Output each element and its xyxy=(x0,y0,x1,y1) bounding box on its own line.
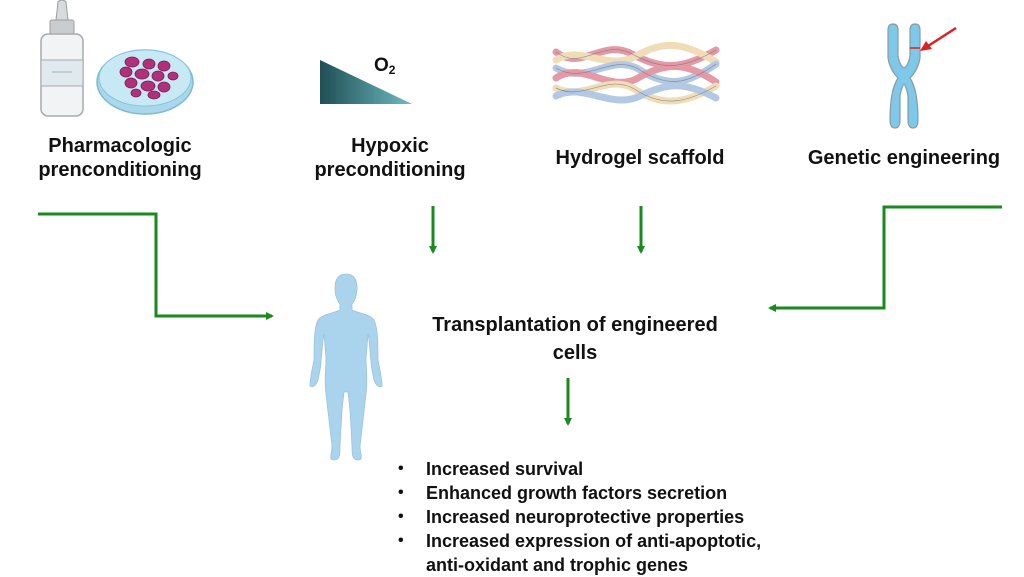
label-line: Genetic engineering xyxy=(807,147,1001,169)
label-line: preconditioning xyxy=(314,159,466,181)
outcome-item: • Increased survival xyxy=(396,457,761,481)
bullet-icon: • xyxy=(398,508,404,525)
drug-bottle-and-petri-dish-icon xyxy=(40,0,194,117)
label-hypoxic-preconditioning: Hypoxic preconditioning xyxy=(290,134,490,182)
bullet-icon: • xyxy=(398,484,404,501)
human-body-silhouette-icon xyxy=(309,273,383,461)
oxygen-label: O2 xyxy=(374,55,395,77)
outcome-item: • Enhanced growth factors secretion xyxy=(396,481,761,505)
label-line: Pharmacologic xyxy=(48,135,192,157)
petri-dish-icon xyxy=(96,49,194,115)
chromosome-with-red-arrow-icon xyxy=(887,23,957,129)
title-line: Transplantation of engineered xyxy=(432,314,718,336)
label-line: Hypoxic xyxy=(351,135,429,157)
outcome-item: • Increased neuroprotective properties xyxy=(396,505,761,529)
outcome-text: anti-oxidant and trophic genes xyxy=(426,555,689,575)
chromosome-icon xyxy=(887,23,921,129)
outcome-text: Increased expression of anti-apoptotic, xyxy=(426,531,762,551)
oxygen-symbol: O xyxy=(374,55,389,76)
label-pharmacologic-preconditioning: Pharmacologic prenconditioning xyxy=(10,134,230,182)
outcome-text: Enhanced growth factors secretion xyxy=(426,483,728,503)
arrow-pharmacologic-to-transplant xyxy=(38,212,274,320)
oxygen-subscript: 2 xyxy=(388,63,396,77)
outcome-text: Increased survival xyxy=(426,459,584,479)
title-line: cells xyxy=(552,342,598,364)
label-hydrogel-scaffold: Hydrogel scaffold xyxy=(520,146,760,170)
label-line: prenconditioning xyxy=(38,159,202,181)
bullet-icon: • xyxy=(398,460,404,477)
outcomes-list: • Increased survival • Enhanced growth fac… xyxy=(396,457,761,577)
red-pointer-arrow-icon xyxy=(920,26,957,51)
arrow-genetic-to-transplant xyxy=(768,205,1002,312)
oxygen-gradient-triangle-icon xyxy=(320,60,412,104)
outcome-item-continuation: anti-oxidant and trophic genes xyxy=(396,553,761,577)
outcome-item: • Increased expression of anti-apoptotic, xyxy=(396,529,761,553)
braided-fiber-scaffold-icon xyxy=(552,42,720,105)
drug-bottle-icon xyxy=(40,0,84,117)
bullet-icon: • xyxy=(398,532,404,549)
outcome-text: Increased neuroprotective properties xyxy=(426,507,745,527)
label-genetic-engineering: Genetic engineering xyxy=(790,146,1018,170)
label-line: Hydrogel scaffold xyxy=(555,147,725,169)
transplantation-title: Transplantation of engineered cells xyxy=(380,311,770,367)
